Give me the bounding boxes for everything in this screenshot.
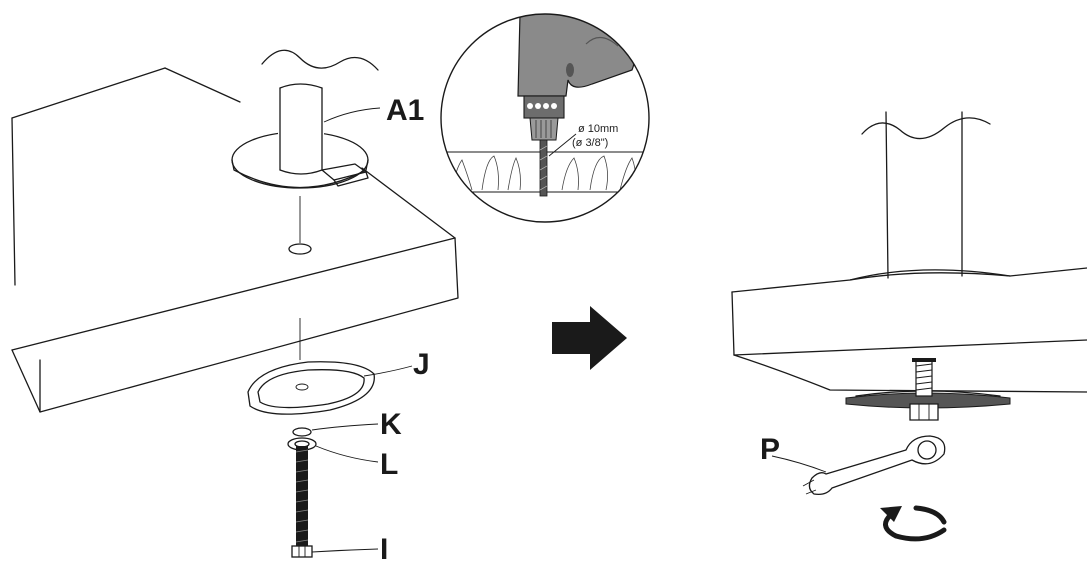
- mounting-plate-j: [247, 318, 413, 415]
- drill-inset: ø 10mm (ø 3/8"): [440, 13, 650, 223]
- right-arrow-icon: [552, 306, 627, 370]
- desk-right: [731, 267, 1087, 393]
- left-assembly: A1 J K L I: [11, 49, 459, 566]
- bolt-assembly: [287, 423, 379, 558]
- right-assembly: P: [731, 111, 1087, 542]
- label-a1: A1: [386, 94, 424, 127]
- label-l: L: [380, 448, 398, 481]
- drill-size-metric: ø 10mm: [578, 123, 618, 135]
- label-k: K: [380, 408, 402, 441]
- post-a1: [231, 49, 381, 189]
- rotate-clockwise-icon: [880, 505, 947, 542]
- drill-size-imperial: (ø 3/8"): [572, 137, 608, 149]
- wrench-p: [771, 435, 946, 496]
- post-mounted: [849, 111, 1011, 281]
- label-i: I: [380, 533, 388, 566]
- desk-left: [11, 67, 459, 413]
- clamp-hardware: [845, 358, 1011, 421]
- label-p: P: [760, 433, 780, 466]
- label-j: J: [413, 348, 430, 381]
